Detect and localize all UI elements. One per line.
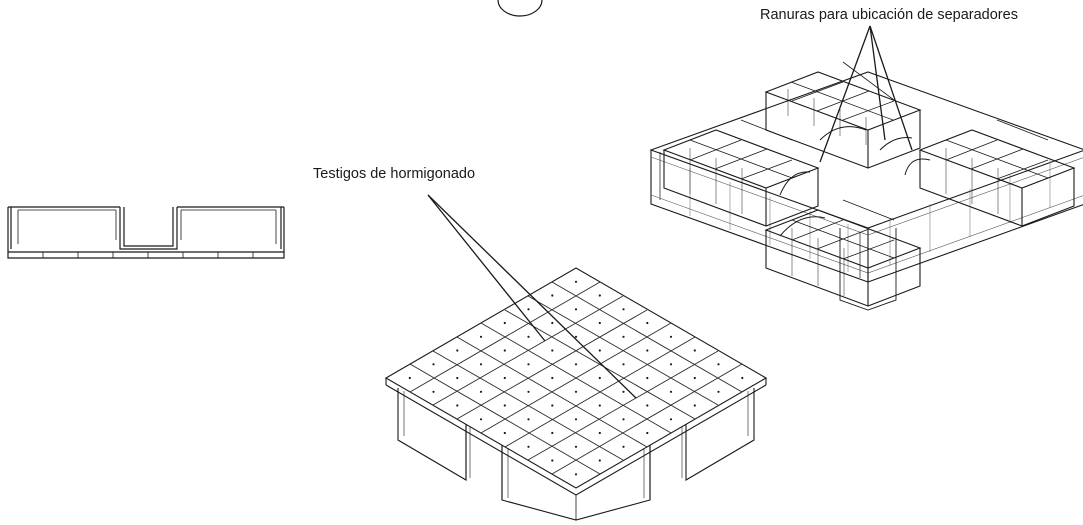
witness-dot	[741, 376, 744, 380]
witness-dot	[693, 404, 696, 407]
witness-dot	[622, 445, 625, 448]
witness-dot	[527, 445, 530, 448]
witness-dot	[551, 294, 554, 297]
witness-dot	[693, 349, 696, 352]
witness-dot	[646, 376, 649, 380]
section-view	[7, 206, 285, 259]
leader-slots-2	[869, 25, 886, 141]
witness-dot	[456, 404, 459, 407]
witness-dot	[717, 363, 720, 366]
witness-dot	[693, 376, 696, 380]
witness-dot	[622, 308, 625, 311]
witness-dot	[479, 363, 483, 366]
witness-dot	[717, 390, 720, 393]
witness-dot	[574, 445, 578, 448]
formwork-grid-plate	[384, 267, 768, 521]
witness-dot	[503, 404, 506, 407]
grid-block-front	[764, 199, 922, 307]
witness-dot	[551, 431, 554, 435]
witness-dot	[598, 321, 601, 325]
witness-dot	[669, 390, 673, 393]
witness-dot	[646, 321, 649, 325]
witness-dot	[598, 459, 601, 462]
leader-lines	[427, 25, 913, 399]
witness-dot	[551, 404, 554, 407]
witness-dot	[598, 349, 601, 352]
grid-block-right	[904, 119, 1076, 227]
witness-dot	[551, 376, 554, 380]
witness-dot	[622, 390, 625, 393]
witness-dot	[432, 390, 435, 393]
witness-dot	[456, 376, 459, 380]
spacer-base-isometric	[649, 61, 1083, 311]
witness-callout-label: Testigos de hormigonado	[313, 166, 476, 182]
witness-dot	[432, 363, 435, 366]
concrete-witness-dots	[408, 280, 744, 476]
witness-dot	[551, 459, 554, 462]
witness-dot	[408, 376, 411, 380]
top-reference-circle	[497, 0, 543, 17]
witness-dot	[527, 363, 530, 366]
leader-witness-1	[427, 194, 546, 342]
witness-dot	[479, 418, 483, 421]
witness-dot	[527, 418, 530, 421]
witness-dot	[669, 363, 673, 366]
witness-dot	[551, 321, 554, 325]
witness-dot	[574, 308, 578, 311]
witness-dot	[503, 349, 506, 352]
witness-dot	[574, 363, 578, 366]
witness-dot	[503, 321, 506, 325]
witness-dot	[574, 390, 578, 393]
witness-dot	[598, 404, 601, 407]
witness-dot	[574, 280, 578, 283]
witness-dot	[527, 335, 530, 338]
witness-dot	[574, 473, 578, 476]
witness-dot	[574, 335, 578, 338]
witness-dot	[622, 335, 625, 338]
witness-dot	[527, 390, 530, 393]
witness-dot	[574, 418, 578, 421]
leader-slots-1	[819, 25, 871, 163]
witness-dot	[646, 349, 649, 352]
witness-dot	[479, 335, 483, 338]
witness-dot	[622, 363, 625, 366]
slots-callout-label: Ranuras para ubicación de separadores	[760, 7, 1018, 23]
witness-dot	[551, 349, 554, 352]
witness-dot	[646, 431, 649, 435]
witness-dot	[456, 349, 459, 352]
witness-dot	[598, 431, 601, 435]
witness-dot	[669, 418, 673, 421]
witness-dot	[598, 294, 601, 297]
witness-dot	[669, 335, 673, 338]
witness-dot	[646, 404, 649, 407]
witness-dot	[503, 431, 506, 435]
witness-dot	[527, 308, 530, 311]
witness-dot	[622, 418, 625, 421]
grid-block-left	[662, 119, 820, 227]
witness-dot	[503, 376, 506, 380]
grid-block-back	[764, 61, 922, 169]
leader-slots-3	[869, 25, 913, 151]
witness-dot	[479, 390, 483, 393]
witness-dot	[598, 376, 601, 380]
leader-witness-2	[427, 194, 637, 399]
